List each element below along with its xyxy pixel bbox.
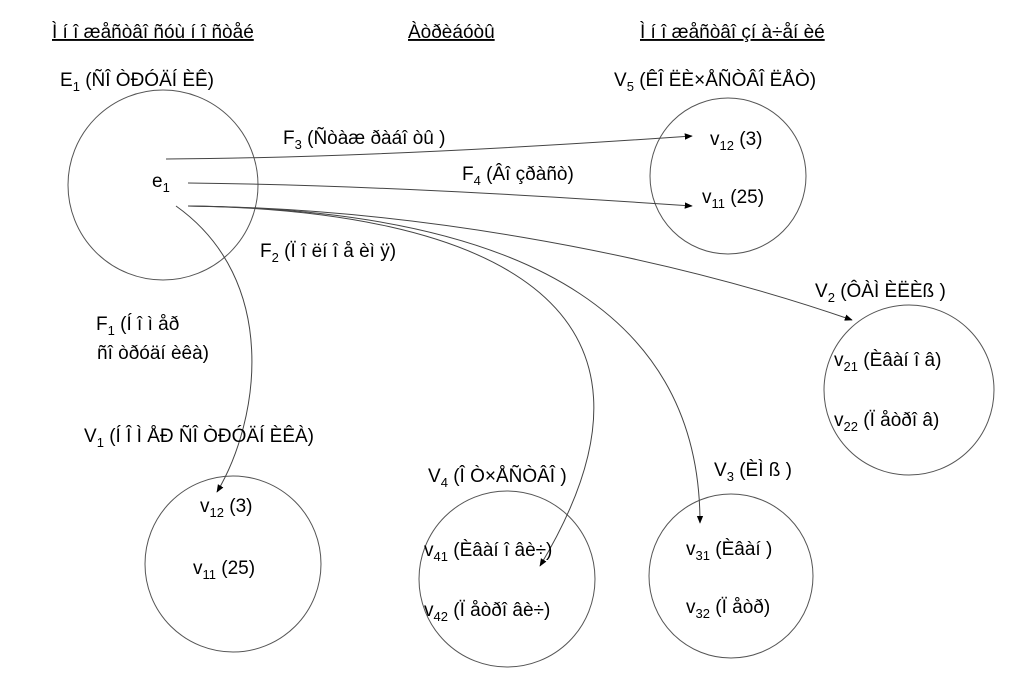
value-v3-item-1: v31 (Èâàí ) bbox=[686, 539, 772, 563]
value-set-label-v4: V4 (Î Ò×ÅÑÒÂÎ ) bbox=[428, 465, 567, 490]
value-v1-item-2: v11 (25) bbox=[193, 558, 255, 582]
value-set-v3-circle bbox=[648, 493, 814, 659]
value-v3-item-2: v32 (Ï åòð) bbox=[686, 597, 770, 621]
edge-f4 bbox=[187, 182, 693, 209]
value-v2-item-1: v21 (Èâàí î â) bbox=[834, 350, 941, 374]
value-set-v1-circle bbox=[144, 475, 322, 653]
entity-set-label: E1 (ÑÎ ÒÐÓÄÍ ÈÊ) bbox=[60, 69, 214, 94]
value-v2-item-2: v22 (Ï åòðî â) bbox=[834, 410, 939, 434]
value-set-v5-circle bbox=[649, 97, 807, 255]
value-v5-item-2: v11 (25) bbox=[702, 187, 764, 211]
value-set-label-v5: V5 (ÊÎ ËÈ×ÅÑÒÂÎ ËÅÒ) bbox=[614, 69, 816, 94]
value-set-v4-circle bbox=[418, 490, 596, 668]
entity-element-e1: e1 bbox=[152, 171, 170, 195]
header-attributes: Àòðèáóòû bbox=[408, 22, 495, 43]
value-set-label-v2: V2 (ÔÀÌ ÈËÈß ) bbox=[815, 280, 946, 305]
attribute-label-f1-line2: ñî òðóäí èêà) bbox=[97, 343, 209, 364]
value-v5-item-1: v12 (3) bbox=[710, 129, 762, 153]
header-value-sets: Ì í î æåñòâî çí à÷åí èé bbox=[640, 22, 825, 43]
attribute-label-f1: F1 (Í î ì åð bbox=[96, 314, 179, 338]
edge-f2-to-v3 bbox=[187, 205, 704, 524]
attribute-label-f4: F4 (Âî çðàñò) bbox=[462, 163, 574, 188]
header-entity-set: Ì í î æåñòâî ñóù í î ñòåé bbox=[52, 22, 254, 43]
value-v1-item-1: v12 (3) bbox=[200, 496, 252, 520]
attribute-label-f3: F3 (Ñòàæ ðàáî òû ) bbox=[283, 127, 445, 152]
value-set-label-v3: V3 (ÈÌ ß ) bbox=[714, 460, 792, 484]
attribute-label-f2: F2 (Ï î ëí î å èì ÿ) bbox=[260, 241, 396, 265]
edge-f3 bbox=[165, 133, 693, 160]
value-set-label-v1: V1 (Í Î Ì ÅÐ ÑÎ ÒÐÓÄÍ ÈÊÀ) bbox=[84, 425, 314, 450]
edge-f2-to-v2 bbox=[187, 205, 853, 321]
value-set-v2-circle bbox=[823, 304, 995, 476]
value-v4-item-1: v41 (Èâàí î âè÷) bbox=[424, 540, 552, 564]
edge-f2-to-v4 bbox=[187, 205, 595, 567]
value-v4-item-2: v42 (Ï åòðî âè÷) bbox=[424, 600, 550, 624]
edge-f1 bbox=[175, 205, 253, 493]
entity-set-circle bbox=[67, 89, 259, 281]
